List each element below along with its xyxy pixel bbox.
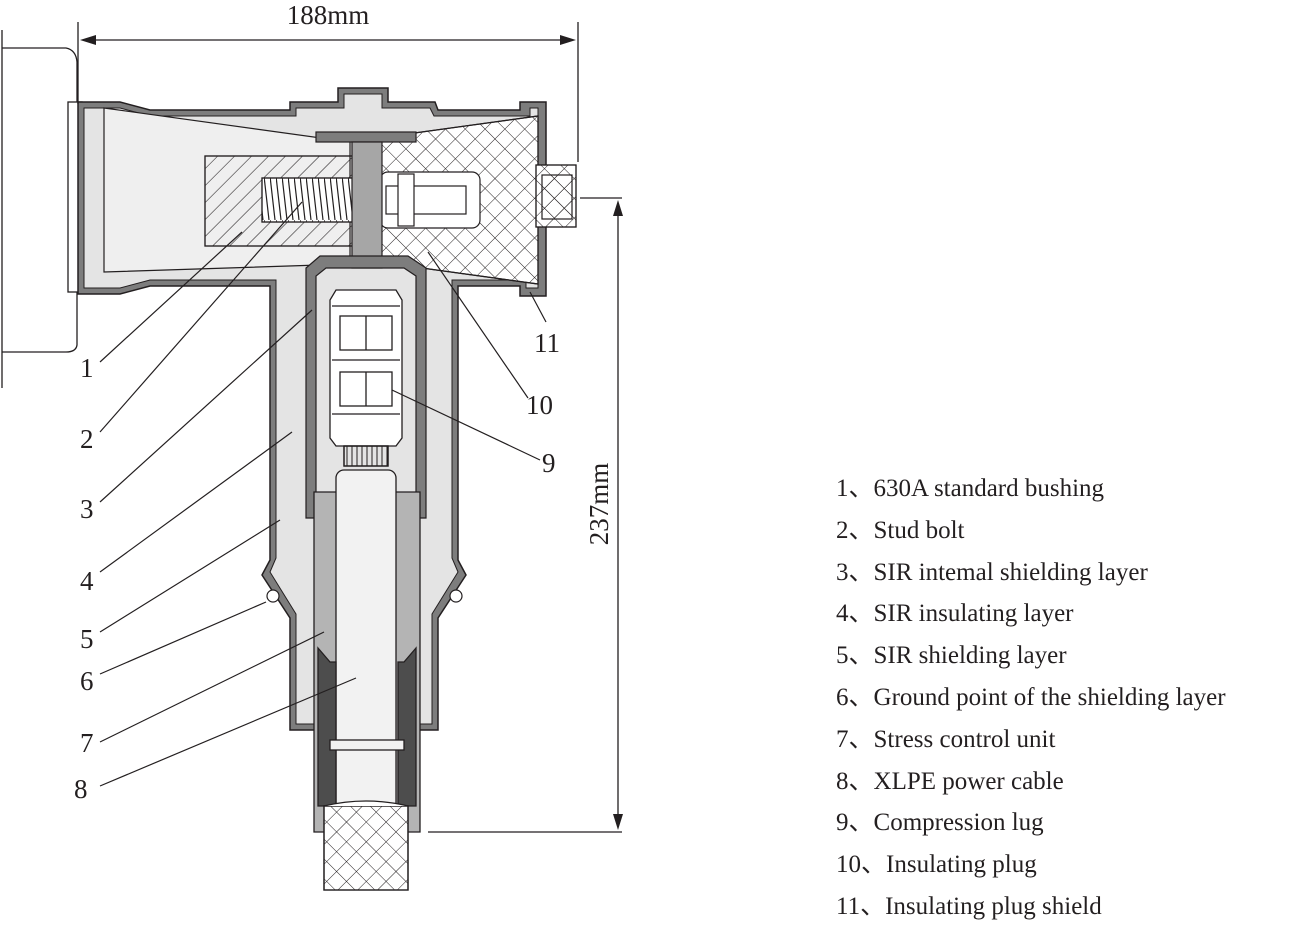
legend-separator: 、 [848, 725, 874, 753]
legend-number: 11 [836, 892, 861, 920]
legend-separator: 、 [848, 475, 874, 502]
callout-4: 4 [80, 566, 94, 596]
legend-separator: 、 [861, 851, 887, 879]
width-dimension-label: 188mm [287, 0, 370, 30]
legend-number: 6 [836, 683, 849, 711]
legend-number: 8 [836, 767, 849, 795]
legend-separator: 、 [848, 767, 874, 795]
legend-number: 9 [836, 809, 849, 837]
legend: 1、630A standard bushing 2、Stud bolt 3、SI… [836, 470, 1226, 930]
stud-bolt [261, 171, 481, 229]
height-dimension-label: 237mm [584, 463, 614, 546]
callout-7: 7 [80, 728, 94, 758]
legend-separator: 、 [848, 809, 874, 837]
legend-number: 10 [836, 851, 861, 879]
legend-item-2: 2、Stud bolt [836, 512, 1226, 554]
legend-text: Stud bolt [873, 516, 965, 544]
legend-separator: 、 [860, 892, 886, 920]
legend-item-5: 5、SIR shielding layer [836, 637, 1226, 679]
leader-lines [99, 201, 547, 787]
legend-item-9: 9、Compression lug [836, 804, 1226, 846]
callout-2: 2 [80, 424, 94, 454]
legend-separator: 、 [848, 516, 874, 544]
legend-text: XLPE power cable [873, 767, 1064, 795]
legend-number: 4 [836, 600, 849, 628]
compression-lug [329, 289, 403, 467]
legend-text: SIR insulating layer [873, 600, 1074, 628]
apparatus-wall [1, 30, 83, 388]
legend-item-11: 11、Insulating plug shield [836, 888, 1226, 930]
callout-5: 5 [80, 624, 94, 654]
legend-text: SIR shielding layer [873, 642, 1067, 670]
legend-separator: 、 [848, 642, 874, 670]
legend-item-8: 8、XLPE power cable [836, 763, 1226, 805]
lug-rod [315, 131, 417, 269]
legend-item-3: 3、SIR intemal shielding layer [836, 554, 1226, 596]
legend-text: Insulating plug [886, 851, 1037, 879]
legend-item-4: 4、SIR insulating layer [836, 595, 1226, 637]
legend-text: Insulating plug shield [885, 892, 1102, 920]
ground-point [266, 589, 463, 603]
legend-number: 5 [836, 642, 849, 670]
legend-item-6: 6、Ground point of the shielding layer [836, 679, 1226, 721]
stress-control-unit [313, 469, 421, 833]
legend-number: 2 [836, 516, 849, 544]
legend-separator: 、 [848, 683, 874, 711]
callout-3: 3 [80, 494, 94, 524]
legend-separator: 、 [848, 600, 874, 628]
legend-separator: 、 [848, 558, 874, 586]
legend-item-7: 7、Stress control unit [836, 721, 1226, 763]
callout-1: 1 [80, 353, 94, 383]
height-dimension [428, 197, 623, 833]
legend-text: Stress control unit [873, 725, 1056, 753]
width-dimension [77, 22, 579, 162]
xlpe-power-cable [323, 800, 409, 891]
legend-text: Ground point of the shielding layer [873, 683, 1226, 711]
callout-10: 10 [526, 390, 553, 420]
callout-9: 9 [542, 448, 556, 478]
legend-item-1: 1、630A standard bushing [836, 470, 1226, 512]
callout-8: 8 [74, 774, 88, 804]
callout-6: 6 [80, 666, 94, 696]
legend-item-10: 10、Insulating plug [836, 846, 1226, 888]
legend-text: 630A standard bushing [873, 475, 1105, 502]
callout-labels: 1 2 3 4 5 6 7 8 9 10 11 [74, 328, 560, 804]
legend-text: SIR intemal shielding layer [873, 558, 1148, 586]
legend-number: 7 [836, 725, 849, 753]
callout-11: 11 [534, 328, 560, 358]
legend-number: 3 [836, 558, 849, 586]
legend-number: 1 [836, 475, 849, 502]
legend-text: Compression lug [873, 809, 1044, 837]
